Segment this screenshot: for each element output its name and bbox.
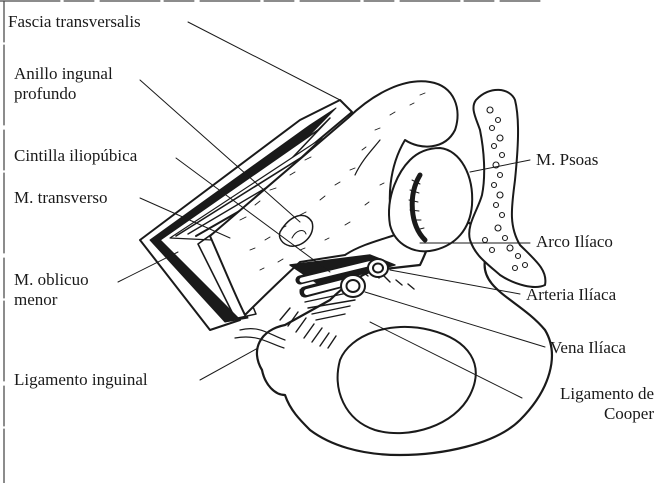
label-m-psoas: M. Psoas [536,150,598,170]
label-fascia-transversalis: Fascia transversalis [8,12,141,32]
label-arco-iliaco: Arco Ilíaco [536,232,613,252]
label-ligamento-cooper-line1: Ligamento de [560,384,654,404]
label-vena-iliaca: Vena Ilíaca [550,338,626,358]
label-m-transverso: M. transverso [14,188,107,208]
label-ligamento-cooper-line2: Cooper [560,404,654,424]
leader-ligamento-inguinal [200,348,258,380]
label-anillo-ingunal-profundo: Anillo ingunal profundo [14,64,113,104]
label-anillo-ingunal-line1: Anillo ingunal [14,64,113,84]
label-ligamento-inguinal: Ligamento inguinal [14,370,148,390]
label-ligamento-de-cooper: Ligamento de Cooper [560,384,654,424]
label-m-oblicuo-menor: M. oblicuo menor [14,270,89,310]
label-m-oblicuo-line1: M. oblicuo [14,270,89,290]
label-arteria-iliaca: Arteria Ilíaca [526,285,616,305]
sacral-bone [469,90,545,287]
label-m-oblicuo-line2: menor [14,290,89,310]
label-cintilla-iliopubica: Cintilla iliopúbica [14,146,137,166]
leader-fascia-transversalis [188,22,340,100]
label-anillo-ingunal-line2: profundo [14,84,113,104]
